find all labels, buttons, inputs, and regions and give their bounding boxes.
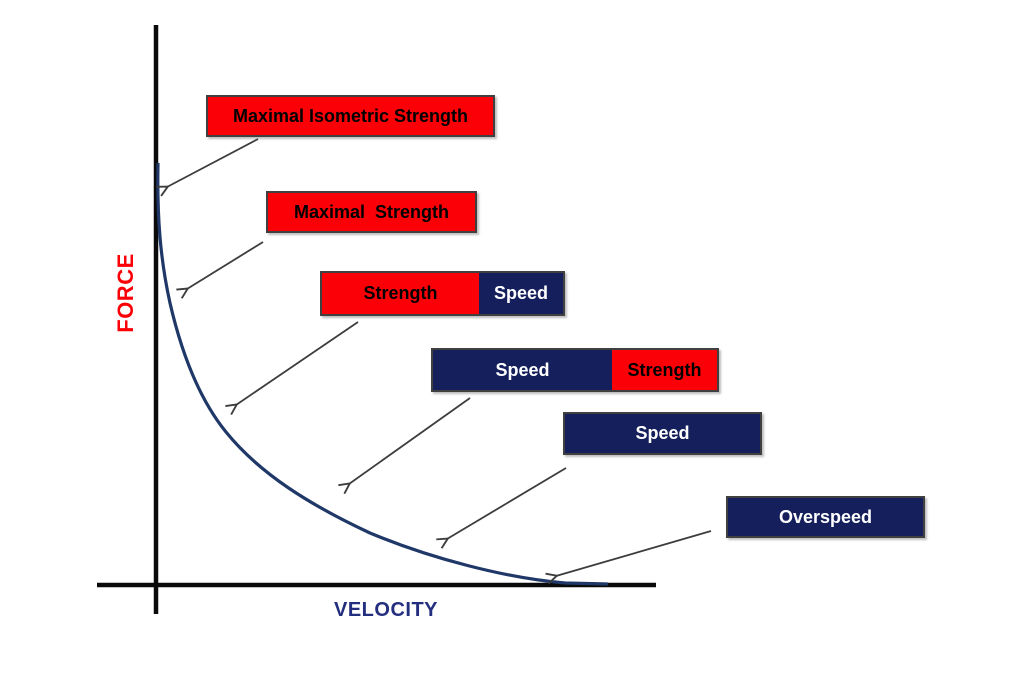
label-box-speed-strength: Speed Strength <box>431 348 719 392</box>
arrow-maximal-strength <box>187 241 264 289</box>
arrow-overspeed <box>556 530 712 576</box>
arrow-strength-speed <box>236 321 359 405</box>
label-text-strength-seg: Strength <box>612 350 717 390</box>
label-text-speed-seg: Speed <box>433 350 612 390</box>
label-text-speed-seg: Speed <box>479 273 563 314</box>
label-box-maximal-strength: Maximal Strength <box>266 191 477 233</box>
label-text-maximal-isometric-strength: Maximal Isometric Strength <box>208 97 493 135</box>
label-box-maximal-isometric-strength: Maximal Isometric Strength <box>206 95 495 137</box>
force-axis-label: FORCE <box>113 253 138 333</box>
label-text-speed: Speed <box>565 414 760 453</box>
arrow-speed <box>447 467 567 539</box>
arrow-speed-strength <box>349 397 471 484</box>
label-text-overspeed: Overspeed <box>728 498 923 536</box>
label-box-strength-speed: Strength Speed <box>320 271 565 316</box>
force-velocity-curve <box>156 162 609 586</box>
label-text-maximal-strength: Maximal Strength <box>268 193 475 231</box>
label-text-strength-seg: Strength <box>322 273 479 314</box>
label-box-overspeed: Overspeed <box>726 496 925 538</box>
velocity-axis-label: VELOCITY <box>333 599 438 621</box>
arrow-maximal-isometric-strength <box>167 138 259 187</box>
label-box-speed: Speed <box>563 412 762 455</box>
